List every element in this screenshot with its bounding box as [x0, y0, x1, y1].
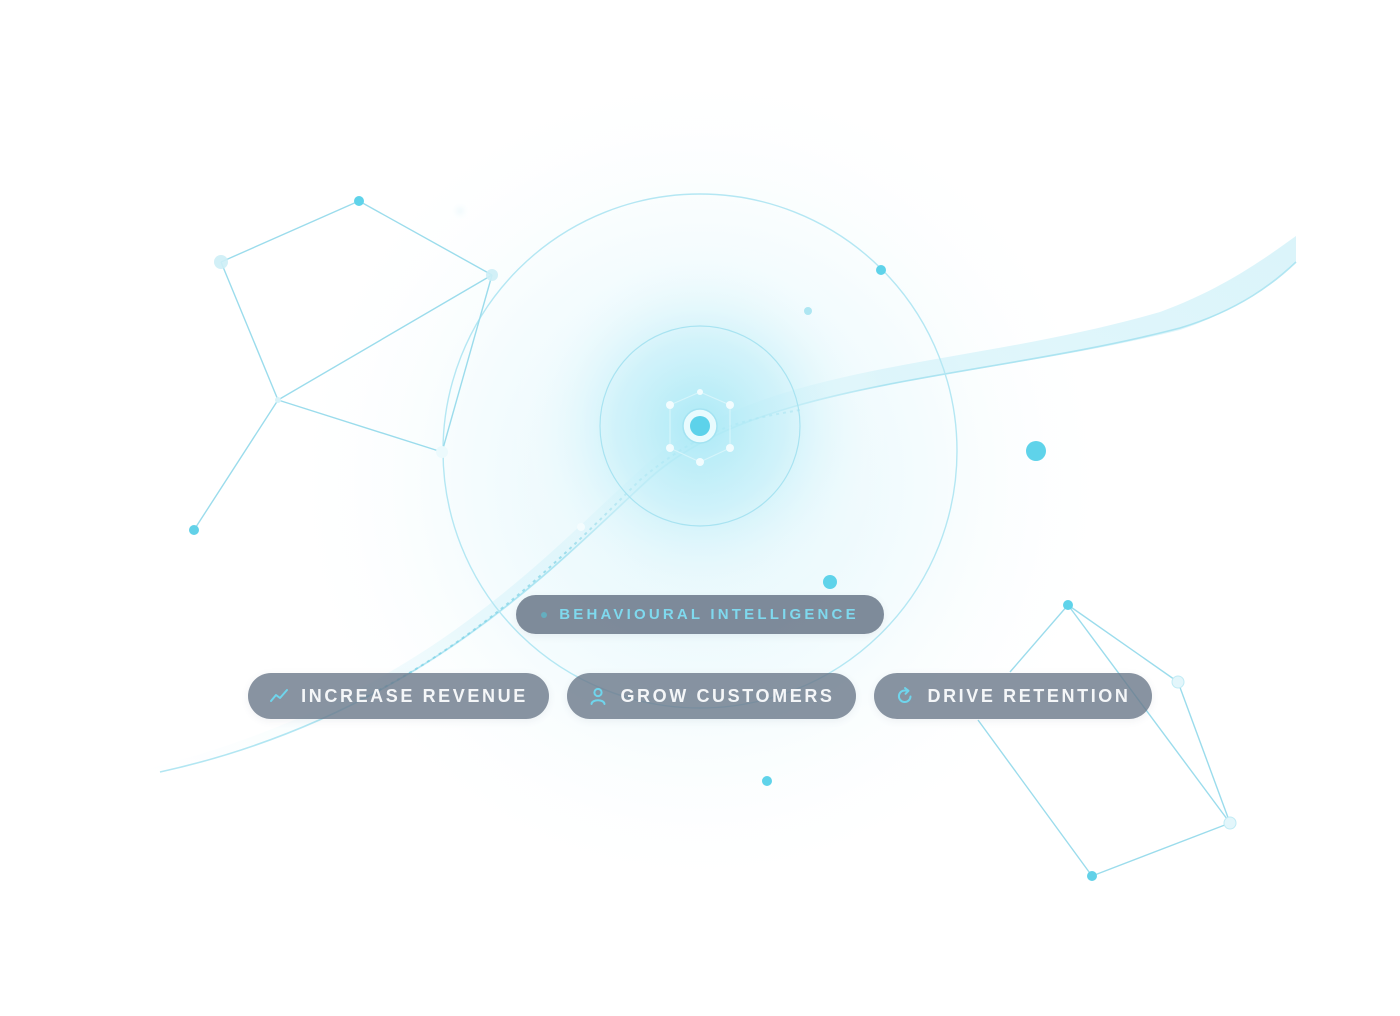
- refresh-icon: [895, 686, 915, 706]
- drive-retention-pill[interactable]: DRIVE RETENTION: [874, 673, 1152, 719]
- trend-up-icon: [269, 686, 289, 706]
- left-constellation-nodes: [189, 196, 498, 535]
- core-node: [666, 389, 734, 466]
- floating-particles: [577, 265, 1046, 786]
- inner-orbit-ring: [599, 325, 801, 527]
- grow-customers-pill[interactable]: GROW CUSTOMERS: [567, 673, 856, 719]
- status-dot: [541, 611, 548, 618]
- pill-label: GROW CUSTOMERS: [620, 685, 835, 706]
- badge-label: BEHAVIOURAL INTELLIGENCE: [559, 606, 859, 623]
- behavioural-intelligence-badge: BEHAVIOURAL INTELLIGENCE: [516, 595, 884, 634]
- right-constellation-nodes: [1063, 600, 1237, 881]
- pill-label: DRIVE RETENTION: [927, 685, 1131, 706]
- increase-revenue-pill[interactable]: INCREASE REVENUE: [248, 673, 549, 719]
- right-constellation: [977, 604, 1231, 877]
- user-icon: [588, 686, 608, 706]
- pill-label: INCREASE REVENUE: [301, 685, 528, 706]
- left-constellation: [193, 200, 493, 531]
